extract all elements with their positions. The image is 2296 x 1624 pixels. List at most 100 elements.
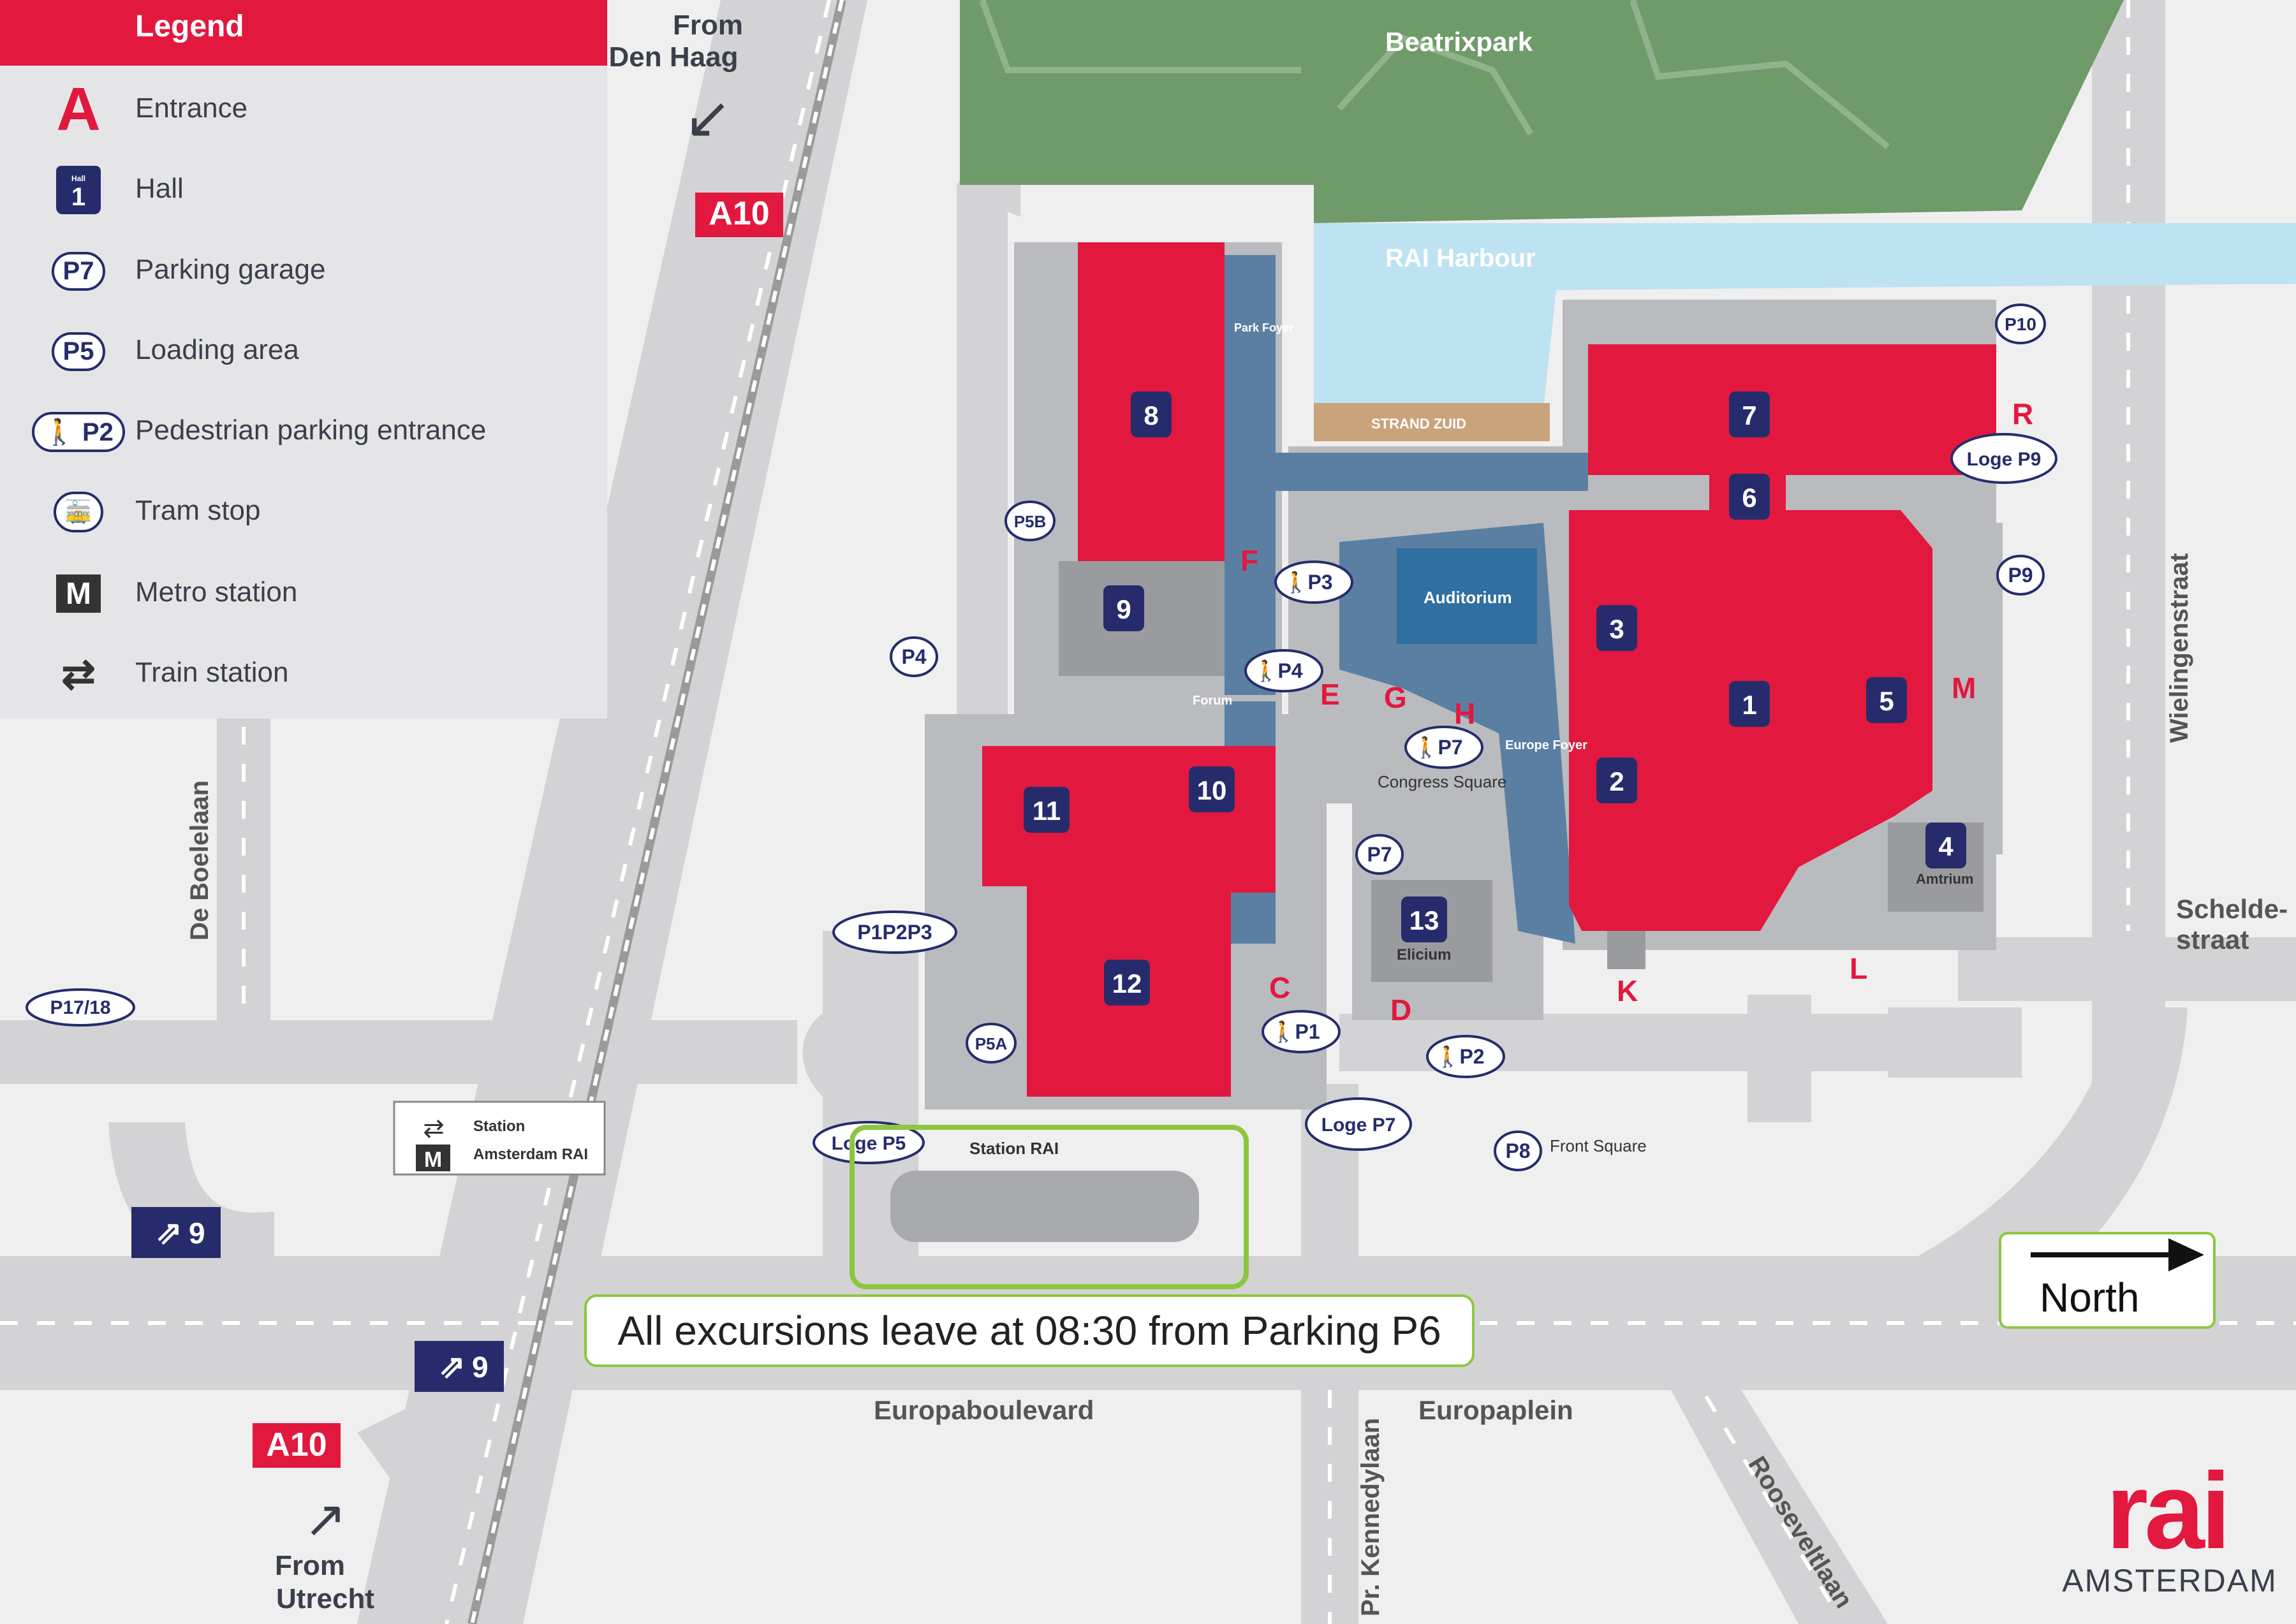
parking-p5a: P5A (975, 1034, 1008, 1053)
pedestrian-p123: P1P2P3 (857, 921, 932, 944)
tram-icon: 🚋 (53, 492, 104, 532)
hall-badge: 11 (1033, 796, 1061, 826)
hall-badge: 8 (1144, 400, 1158, 430)
from-den-haag-label-2: Den Haag (609, 41, 739, 73)
entrance-r: R (2012, 397, 2033, 430)
svg-text:9: 9 (189, 1217, 205, 1250)
legend-label: Metro station (135, 576, 298, 608)
legend-row-metro: M Metro station (0, 559, 607, 629)
entrance-h: H (1454, 697, 1475, 730)
metro-icon: M (56, 574, 101, 613)
a10-sign-north: A10 (695, 193, 783, 237)
svg-text:9: 9 (472, 1350, 489, 1384)
pedestrian-parking-icon: 🚶 P2 (32, 411, 125, 452)
hall-badge: 1 (1742, 690, 1756, 720)
pedestrian-p3: P3 (1307, 571, 1332, 594)
excursion-notice: All excursions leave at 08:30 from Parki… (584, 1294, 1475, 1367)
entrance-letter-icon: A (56, 75, 101, 143)
entrance-m: M (1952, 671, 1976, 705)
entrance-d: D (1390, 993, 1411, 1027)
pedestrian-p4: P4 (1277, 659, 1302, 682)
svg-text:A10: A10 (709, 195, 769, 232)
legend-row-loading-area: P5 Loading area (0, 316, 607, 386)
rai-harbour (1314, 223, 2296, 408)
strand-zuid-label: STRAND ZUID (1371, 416, 1466, 432)
legend-row-parking-garage: P7 Parking garage (0, 236, 607, 306)
legend-row-train: ⇄ Train station (0, 639, 607, 709)
legend-row-pedestrian-entrance: 🚶 P2 Pedestrian parking entrance (0, 397, 607, 467)
beatrixpark-label: Beatrixpark (1385, 27, 1533, 57)
legend-title: Legend (135, 10, 244, 43)
legend-row-tram: 🚋 Tram stop (0, 477, 607, 547)
entrance-c: C (1269, 971, 1290, 1004)
hall-badge: 4 (1938, 831, 1954, 861)
rai-logo: rai AMSTERDAM (2061, 1451, 2278, 1604)
pedestrian-p7: P7 (1438, 736, 1462, 759)
svg-text:↗: ↗ (304, 1491, 346, 1547)
hall-badge: 10 (1197, 775, 1227, 805)
europaboulevard-label: Europaboulevard (874, 1395, 1094, 1425)
hall-badges: 8 9 10 11 12 13 7 6 3 1 5 2 4 (1024, 391, 1966, 1006)
entrance-k: K (1617, 974, 1638, 1007)
exit-9-sign-right: ⇗ 9 (415, 1341, 504, 1392)
legend-label: Parking garage (135, 254, 326, 285)
railway (467, 0, 846, 1624)
from-utrecht-label-1: From (275, 1550, 345, 1581)
svg-text:↙: ↙ (684, 86, 732, 150)
svg-text:⇄: ⇄ (423, 1115, 445, 1143)
svg-text:⇗: ⇗ (439, 1349, 466, 1384)
entrance-e: E (1320, 678, 1340, 711)
parking-p4: P4 (901, 645, 926, 668)
hall-badge: 12 (1112, 969, 1142, 999)
svg-text:⇗: ⇗ (156, 1215, 182, 1250)
svg-text:🚶: 🚶 (1435, 1045, 1461, 1068)
europaplein-label: Europaplein (1418, 1395, 1573, 1425)
station-sign: ⇄ M Station Amsterdam RAI (393, 1101, 606, 1176)
parking-p9: P9 (2008, 564, 2033, 587)
entrance-l: L (1850, 952, 1867, 985)
hall-badge: 7 (1742, 400, 1756, 430)
loge-p7: Loge P7 (1321, 1115, 1396, 1136)
entrance-f: F (1240, 544, 1258, 577)
loge-p9: Loge P9 (1967, 449, 2042, 470)
wielingenstraat-label: Wielingenstraat (2165, 553, 2193, 743)
svg-text:🚶: 🚶 (1283, 571, 1309, 594)
north-arrow-icon (2031, 1238, 2204, 1271)
parking-p17-18: P17/18 (50, 997, 110, 1018)
parking-p8: P8 (1505, 1139, 1530, 1162)
hall-badge: 13 (1409, 905, 1439, 935)
amtrium-label: Amtrium (1916, 871, 1973, 887)
auditorium-block (1397, 548, 1537, 644)
svg-text:🚶: 🚶 (1270, 1020, 1296, 1043)
loading-area-icon: P5 (51, 332, 106, 371)
entrance-letters: C D E F G H K L M R (1240, 397, 2033, 1027)
europe-foyer-label: Europe Foyer (1505, 738, 1587, 752)
station-sign-line1: Station (473, 1118, 525, 1135)
entrance-g: G (1384, 681, 1407, 714)
pedestrian-p2: P2 (1459, 1045, 1484, 1068)
hall-badge: 6 (1742, 483, 1756, 513)
north-label: North (2040, 1275, 2140, 1320)
legend-label: Train station (135, 657, 289, 688)
rai-logo-word: rai (2106, 1451, 2231, 1572)
p6-parking-lot (890, 1171, 1199, 1242)
hall-badge: 3 (1609, 614, 1624, 644)
pedestrian-p1: P1 (1295, 1020, 1320, 1043)
exit-9-sign-left: ⇗ 9 (131, 1207, 221, 1258)
rai-harbour-label: RAI Harbour (1385, 244, 1536, 272)
station-rai-label: Station RAI (969, 1139, 1059, 1158)
hall-badge: 9 (1116, 594, 1131, 624)
beatrixpark-area (960, 0, 2124, 223)
park-foyer-label: Park Foyer (1234, 321, 1293, 334)
parking-p5b: P5B (1014, 512, 1047, 531)
strand-zuid-beach (1314, 403, 1550, 441)
hall-badge: 2 (1609, 766, 1624, 796)
station-sign-line2: Amsterdam RAI (473, 1146, 588, 1163)
svg-text:🚶: 🚶 (1413, 736, 1439, 759)
parking-garage-icon: P7 (51, 251, 106, 291)
legend-row-entrance: A Entrance (0, 75, 607, 145)
a10-sign-south: A10 (253, 1423, 341, 1468)
